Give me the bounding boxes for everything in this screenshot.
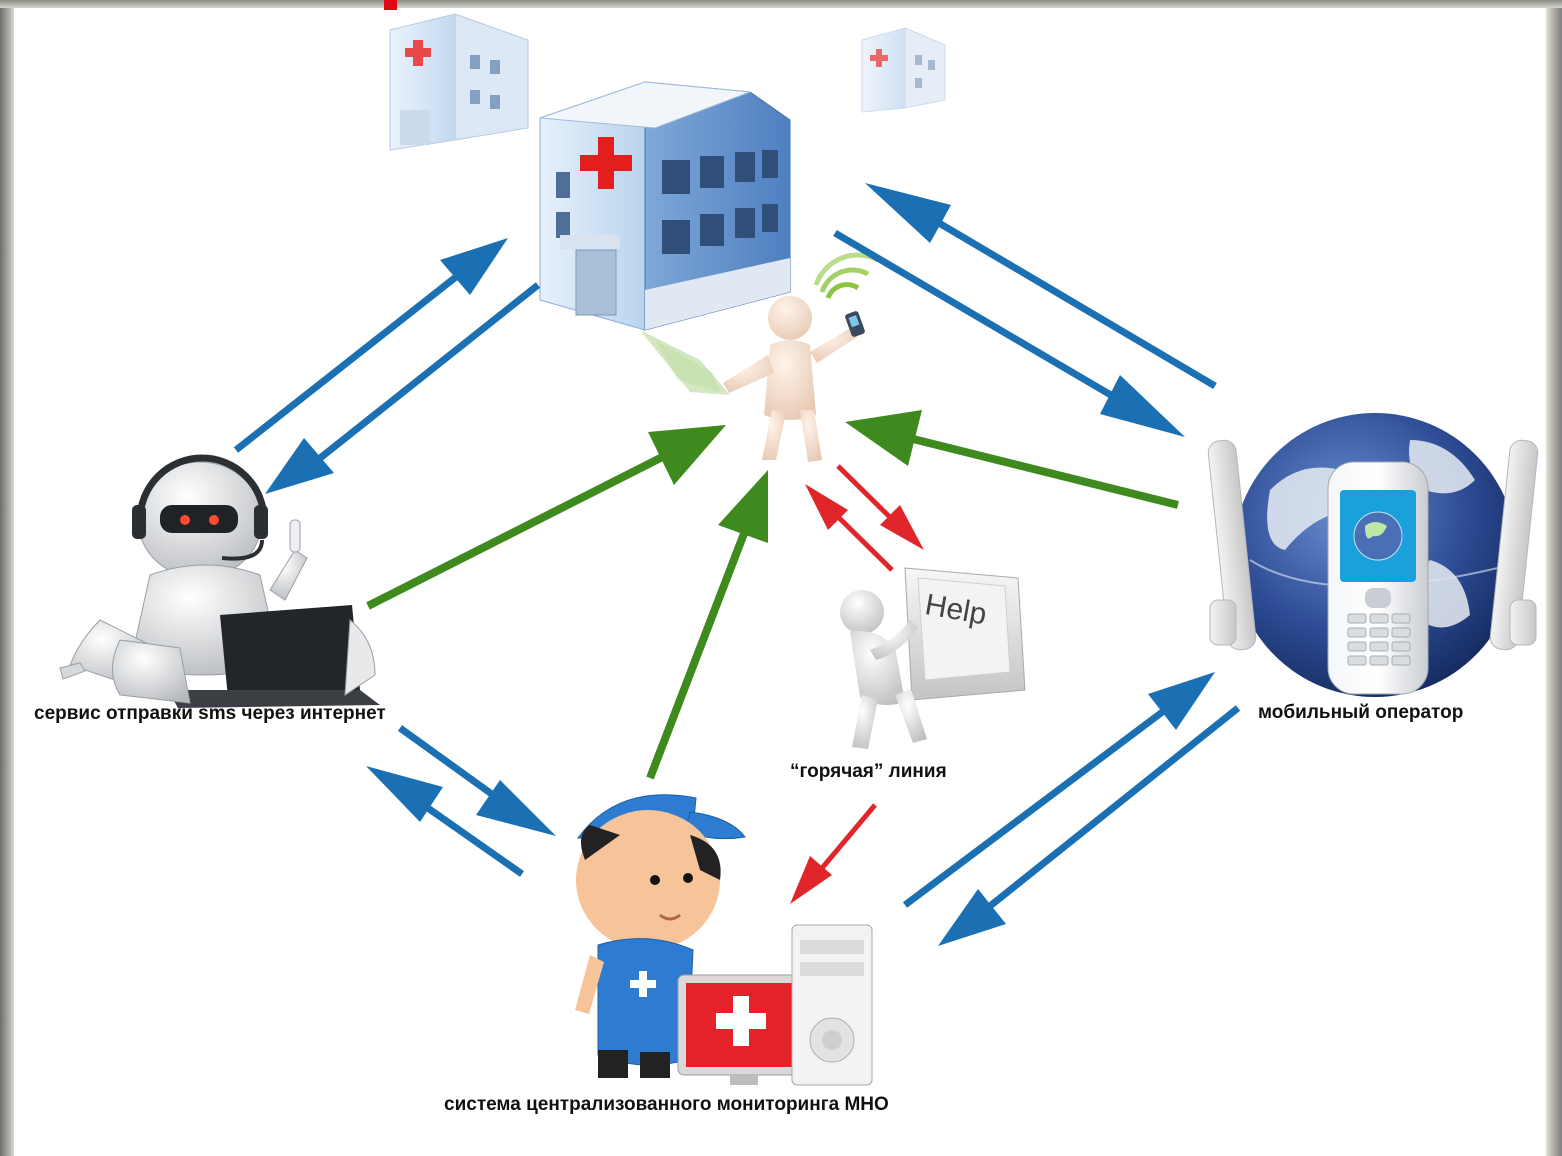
small-hospital-icon [861,27,946,113]
globe-phone-icon [1207,413,1539,697]
hotline-label: “горячая” линия [790,761,947,782]
patient-with-phone-icon [640,252,880,462]
arrow-monitoring-to-sms [366,766,525,877]
doctor-computer-icon [575,794,873,1086]
sms-service-label: сервис отправки sms через интернет [34,703,386,724]
arrow-hospital-to-operator [833,229,1185,437]
monitoring-system-label: система централизованного мониторинга МН… [444,1094,889,1115]
arrow-monitoring-to-operator [902,672,1215,908]
photo-frame-left [0,0,14,1156]
arrow-sms-to-patient [366,425,726,610]
hospital-icon [539,81,791,331]
mobile-operator-label: мобильный оператор [1258,702,1464,723]
arrow-hotline-to-monitoring [790,803,877,904]
red-marker [384,0,397,10]
arrow-operator-to-patient [845,410,1179,509]
arrow-sms-to-monitoring [397,725,556,836]
photo-frame-right [1546,0,1562,1156]
arrow-operator-to-hospital [865,183,1217,390]
small-hospital-icon [389,13,529,151]
arrow-operator-to-monitoring [938,705,1241,946]
help-key-figure-icon: Help [840,567,1026,749]
robot-laptop-icon [59,454,380,708]
arrow-hotline-to-patient [805,484,894,572]
photo-frame-top [0,0,1562,8]
arrow-patient-to-hotline [836,464,924,550]
arrow-monitoring-to-patient [646,470,768,780]
arrow-hospital-to-sms [265,282,541,494]
arrow-sms-to-hospital [233,238,508,453]
